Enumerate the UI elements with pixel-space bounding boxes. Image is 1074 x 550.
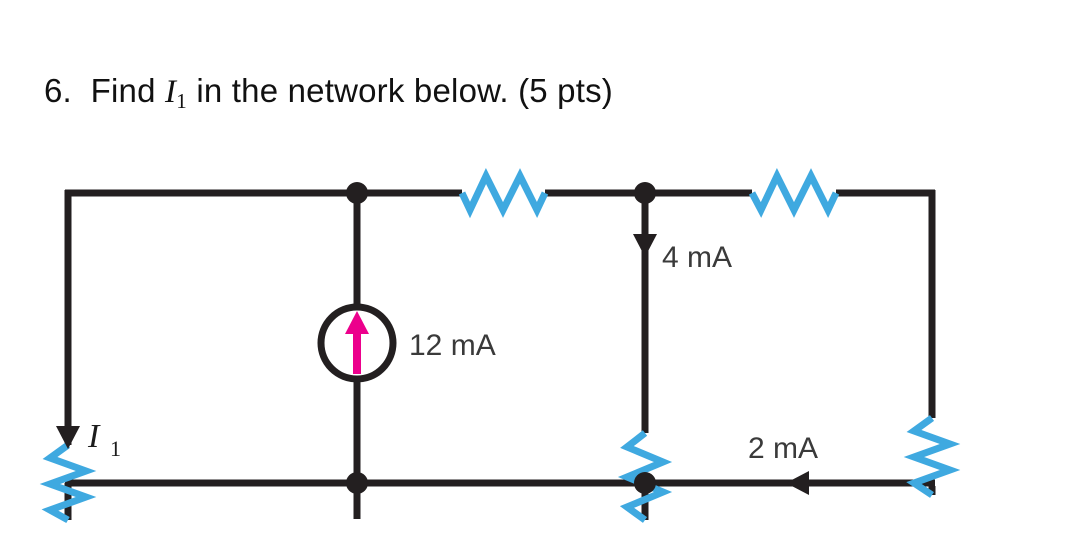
label-i1-subscript: 1 [110, 436, 121, 461]
i1-arrow-head [56, 426, 80, 449]
current-source-12ma [317, 303, 397, 383]
top-left-resistor [458, 167, 549, 219]
top-right-resistor [748, 167, 840, 219]
arrow-shaft [353, 326, 361, 374]
four-ma-arrow-head [633, 234, 657, 257]
label-4ma: 4 mA [662, 241, 732, 274]
question-text-after: in the network below. (5 pts) [186, 72, 613, 109]
label-i1: I [87, 418, 101, 455]
question-variable: I [165, 74, 177, 110]
bottom-middle-node [346, 472, 368, 494]
left-branch-resistor [39, 442, 97, 524]
middle-branch-resistor [617, 430, 673, 523]
question-number: 6. [44, 72, 72, 109]
circuit-diagram: 12 mA 4 mA 2 mA I 1 [39, 167, 961, 524]
four-ma-arrow-icon [633, 234, 657, 257]
label-2ma: 2 mA [748, 432, 818, 465]
label-12ma: 12 mA [409, 329, 496, 362]
bottom-right-node [634, 472, 656, 494]
question-text-before: Find [90, 72, 166, 109]
two-ma-arrow-icon [786, 471, 809, 495]
two-ma-arrow-head [786, 471, 809, 495]
page-title: 6. Find I1 in the network below. (5 pts) [44, 72, 613, 114]
arrow-head [345, 311, 369, 334]
current-source-arrow-icon [345, 311, 369, 374]
top-middle-node [346, 182, 368, 204]
i1-arrow-icon [56, 426, 80, 449]
top-right-node [634, 182, 656, 204]
question-variable-subscript: 1 [176, 89, 187, 113]
right-branch-resistor [903, 415, 961, 498]
